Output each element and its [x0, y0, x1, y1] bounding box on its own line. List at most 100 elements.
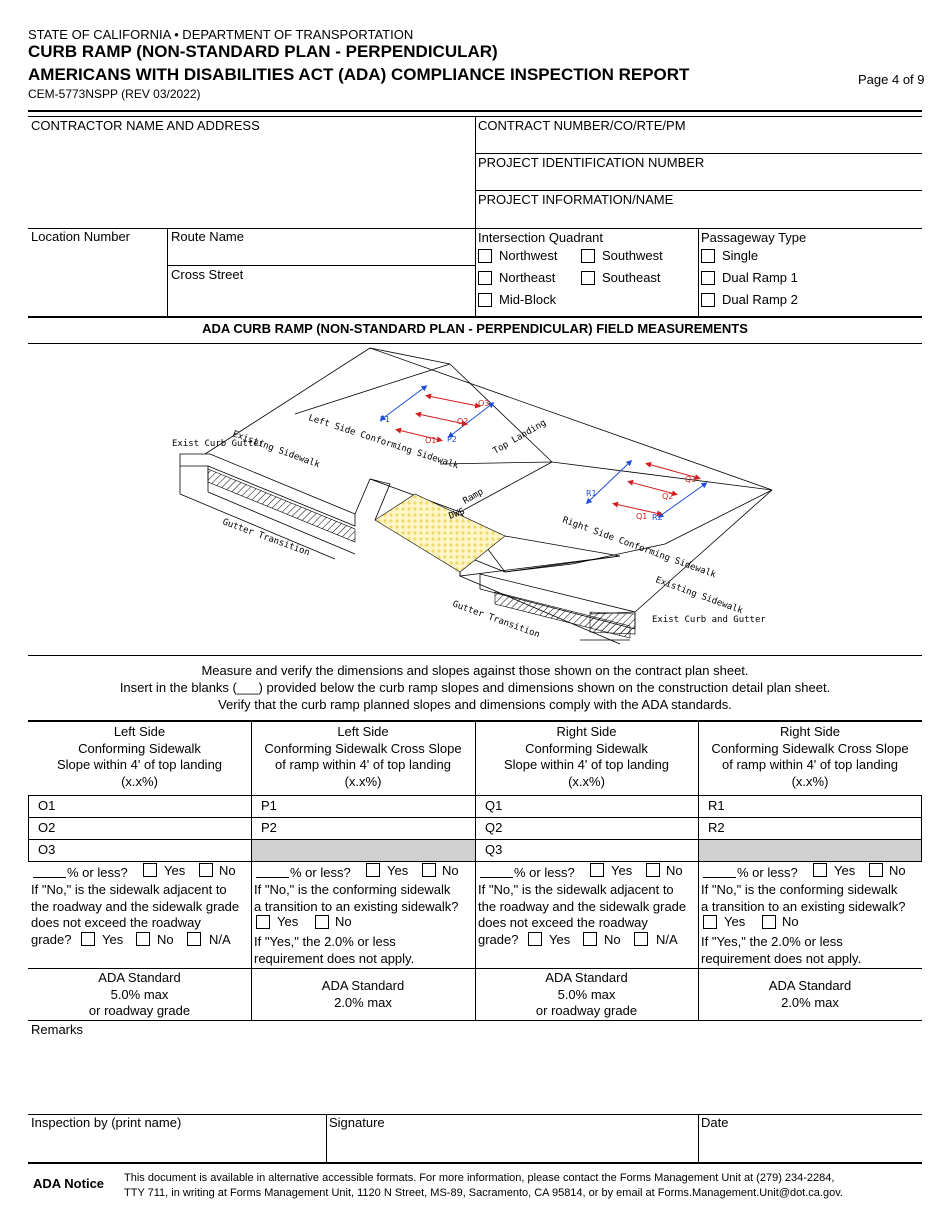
- instruction-line: Measure and verify the dimensions and sl…: [201, 663, 749, 678]
- column-header-line: (x.x%): [344, 773, 382, 789]
- divider: [475, 190, 922, 191]
- measurement-q1[interactable]: Q1: [475, 795, 699, 818]
- divider: [28, 343, 922, 344]
- mid-block-label: Mid-Block: [499, 292, 557, 307]
- checkbox-no[interactable]: [646, 863, 660, 877]
- ada-standard-col4: ADA Standard 2.0% max: [698, 978, 922, 1011]
- diagram-label-top-landing: Top Landing: [492, 418, 549, 456]
- ada-notice-title: ADA Notice: [33, 1176, 105, 1191]
- checkbox-yes[interactable]: [590, 863, 604, 877]
- column-header-line: Conforming Sidewalk Cross Slope: [711, 740, 909, 756]
- diagram-label-q2: Q2: [662, 492, 673, 501]
- pct-or-less-label: % or less?: [737, 865, 798, 880]
- transition-question: If "No," is the conforming sidewalk a tr…: [254, 882, 459, 915]
- diagram-label-ramp: Ramp: [462, 487, 486, 507]
- transition-note: If "Yes," the 2.0% or less requirement d…: [701, 934, 861, 967]
- checkbox-mid-block[interactable]: [478, 293, 492, 307]
- standard-line: ADA Standard: [321, 978, 405, 993]
- remarks-field[interactable]: Remarks: [31, 1022, 84, 1037]
- checkbox-yes[interactable]: [81, 932, 95, 946]
- checkbox-northeast[interactable]: [478, 271, 492, 285]
- checkbox-na[interactable]: [187, 932, 201, 946]
- yes-label: Yes: [549, 932, 571, 947]
- yes-label: Yes: [834, 863, 856, 878]
- checkbox-no[interactable]: [315, 915, 329, 929]
- inspection-by-field[interactable]: Inspection by (print name): [31, 1115, 182, 1130]
- pct-or-less-label: % or less?: [67, 865, 128, 880]
- no-label: No: [219, 863, 236, 878]
- measurement-q3[interactable]: Q3: [475, 839, 699, 862]
- project-id-field[interactable]: PROJECT IDENTIFICATION NUMBER: [478, 155, 705, 170]
- question-line: a transition to an existing sidewalk?: [254, 898, 459, 914]
- no-label: No: [666, 863, 683, 878]
- checkbox-no[interactable]: [136, 932, 150, 946]
- diagram-label-existing-sidewalk-right: Existing Sidewalk: [654, 575, 745, 616]
- shaded-cell: [698, 839, 922, 862]
- contractor-field[interactable]: CONTRACTOR NAME AND ADDRESS: [31, 118, 260, 133]
- notice-line: TTY 711, in writing at Forms Management …: [124, 1187, 843, 1199]
- checkbox-no[interactable]: [422, 863, 436, 877]
- checkbox-no[interactable]: [199, 863, 213, 877]
- section-title: ADA CURB RAMP (NON-STANDARD PLAN - PERPE…: [202, 321, 748, 336]
- checkbox-dual-ramp-1[interactable]: [701, 271, 715, 285]
- measurement-q2[interactable]: Q2: [475, 817, 699, 840]
- checkbox-single[interactable]: [701, 249, 715, 263]
- checkbox-yes[interactable]: [143, 863, 157, 877]
- measurement-o1[interactable]: O1: [28, 795, 252, 818]
- instruction-line: Insert in the blanks (___) provided belo…: [119, 680, 831, 695]
- measurement-r2[interactable]: R2: [698, 817, 922, 840]
- measurement-r1[interactable]: R1: [698, 795, 922, 818]
- checkbox-no[interactable]: [762, 915, 776, 929]
- contract-number-field[interactable]: CONTRACT NUMBER/CO/RTE/PM: [478, 118, 686, 133]
- blank-line[interactable]: [703, 877, 736, 878]
- blank-line[interactable]: [33, 877, 66, 878]
- diagram-label-q1: Q1: [636, 512, 647, 521]
- question-line: does not exceed the roadway: [31, 915, 201, 930]
- column-header-line: of ramp within 4' of top landing: [722, 757, 898, 772]
- column-header-line: Right Side: [780, 724, 840, 739]
- blank-line[interactable]: [480, 877, 513, 878]
- measurement-o2[interactable]: O2: [28, 817, 252, 840]
- form-title-line1: CURB RAMP (NON-STANDARD PLAN - PERPENDIC…: [28, 42, 498, 61]
- checkbox-na[interactable]: [634, 932, 648, 946]
- column-header-line: Conforming Sidewalk Cross Slope: [264, 740, 462, 756]
- shaded-cell: [251, 839, 476, 862]
- question-line: If "No," is the conforming sidewalk: [254, 882, 451, 897]
- checkbox-southwest[interactable]: [581, 249, 595, 263]
- signature-field[interactable]: Signature: [329, 1115, 385, 1130]
- divider: [28, 1114, 922, 1115]
- blank-line[interactable]: [256, 877, 289, 878]
- route-name-field[interactable]: Route Name: [171, 229, 244, 244]
- cross-street-field[interactable]: Cross Street: [171, 267, 244, 282]
- column-header-4: Right Side Conforming Sidewalk Cross Slo…: [698, 724, 922, 790]
- checkbox-yes[interactable]: [366, 863, 380, 877]
- checkbox-southeast[interactable]: [581, 271, 595, 285]
- location-number-field[interactable]: Location Number: [31, 229, 130, 244]
- column-header-line: Slope within 4' of top landing: [503, 757, 670, 772]
- diagram-label-existing-sidewalk-left: Existing Sidewalk: [231, 429, 322, 470]
- measurement-o3[interactable]: O3: [28, 839, 252, 862]
- date-field[interactable]: Date: [701, 1115, 729, 1130]
- question-line: grade?: [478, 931, 519, 947]
- measurement-p1[interactable]: P1: [251, 795, 476, 818]
- project-info-field[interactable]: PROJECT INFORMATION/NAME: [478, 192, 674, 207]
- checkbox-yes[interactable]: [528, 932, 542, 946]
- adjacent-question: If "No," is the sidewalk adjacent to the…: [478, 882, 686, 948]
- checkbox-yes[interactable]: [703, 915, 717, 929]
- checkbox-northwest[interactable]: [478, 249, 492, 263]
- diagram-label-o2: O2: [457, 417, 468, 426]
- diagram-label-q3: Q3: [685, 475, 696, 484]
- checkbox-dual-ramp-2[interactable]: [701, 293, 715, 307]
- question-line: the roadway and the sidewalk grade: [478, 898, 687, 914]
- checkbox-yes[interactable]: [813, 863, 827, 877]
- no-label: No: [604, 932, 621, 947]
- form-title-line2: AMERICANS WITH DISABILITIES ACT (ADA) CO…: [28, 65, 690, 84]
- checkbox-yes[interactable]: [256, 915, 270, 929]
- yes-label: Yes: [164, 863, 186, 878]
- checkbox-no[interactable]: [869, 863, 883, 877]
- divider: [28, 228, 922, 229]
- divider: [28, 116, 922, 117]
- note-line: requirement does not apply.: [254, 950, 415, 966]
- checkbox-no[interactable]: [583, 932, 597, 946]
- measurement-p2[interactable]: P2: [251, 817, 476, 840]
